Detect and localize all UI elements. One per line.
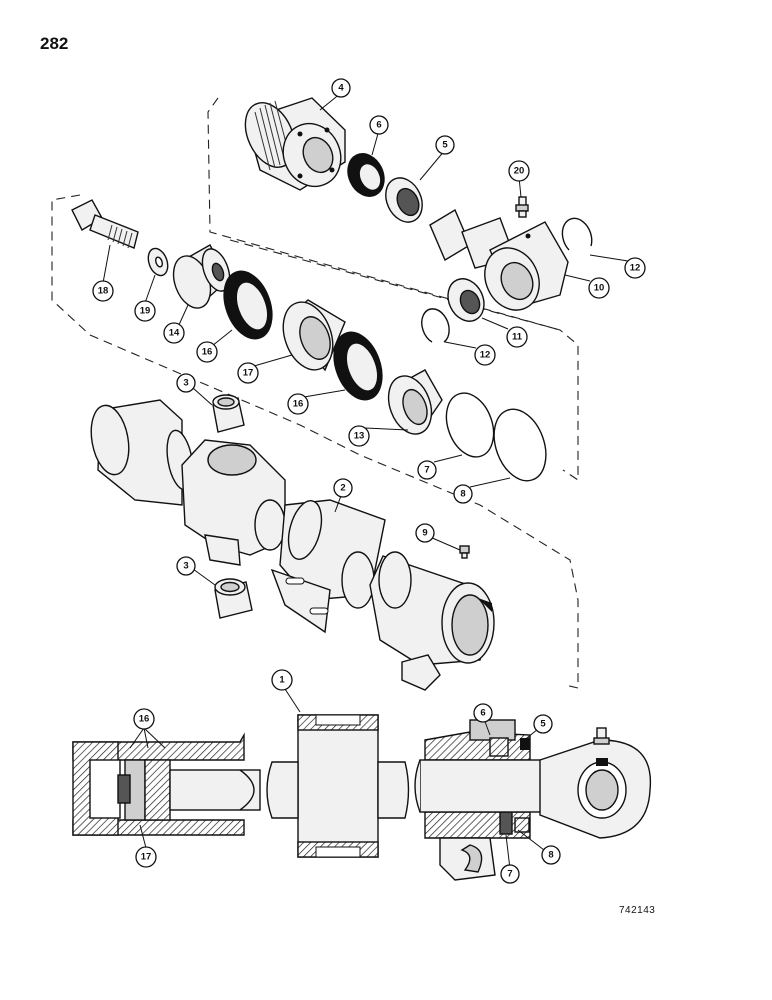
svg-text:5: 5: [540, 719, 546, 730]
wiper-seal-part-6: [347, 153, 385, 197]
callout-7-section: 7: [500, 864, 520, 884]
svg-text:8: 8: [548, 850, 553, 861]
bushing-part-3-lower: [214, 578, 253, 619]
callout-9: 9: [415, 523, 435, 543]
svg-text:3: 3: [183, 561, 188, 572]
callout-12-upper: 12: [624, 257, 646, 279]
callout-8-section: 8: [541, 845, 561, 865]
svg-text:17: 17: [243, 368, 254, 379]
page-number: 282: [40, 34, 69, 53]
callout-12-lower: 12: [474, 344, 496, 366]
cylinder-barrel-part-2: [90, 399, 495, 691]
svg-text:18: 18: [98, 286, 109, 297]
svg-text:10: 10: [594, 283, 605, 294]
svg-text:11: 11: [512, 332, 523, 343]
callout-16-lower: 16: [287, 393, 309, 415]
group-outline-piston: [51, 194, 579, 689]
grease-fitting-part-20: [515, 196, 529, 218]
callout-1: 1: [271, 669, 293, 691]
backup-ring-part-8: [493, 408, 547, 482]
piston-seal-part-16-lower: [333, 331, 383, 401]
svg-text:16: 16: [293, 399, 304, 410]
piston-seal-part-16-upper: [223, 270, 273, 340]
snap-ring-part-12-lower: [421, 308, 450, 343]
callout-6-section: 6: [473, 703, 493, 723]
callout-7-upper: 7: [417, 460, 437, 480]
callout-8-upper: 8: [453, 484, 473, 504]
callout-11: 11: [506, 326, 528, 348]
svg-text:5: 5: [442, 140, 448, 151]
svg-text:3: 3: [183, 378, 188, 389]
svg-text:6: 6: [376, 120, 381, 131]
svg-text:14: 14: [169, 328, 180, 339]
spacer-part-13: [387, 369, 443, 435]
svg-text:16: 16: [202, 347, 213, 358]
bushing-part-3-upper: [212, 394, 245, 433]
callout-16-upper: 16: [196, 341, 218, 363]
callout-5-section: 5: [533, 714, 553, 734]
svg-text:8: 8: [460, 489, 465, 500]
piston-part-17: [282, 299, 346, 372]
svg-text:1: 1: [279, 675, 285, 686]
callout-18: 18: [92, 280, 114, 302]
svg-text:6: 6: [480, 708, 485, 719]
spherical-bushing-part-11: [447, 278, 485, 322]
svg-text:13: 13: [354, 431, 365, 442]
snap-ring-part-12-upper: [561, 217, 593, 251]
o-ring-part-7: [445, 392, 495, 458]
setscrew-part-9: [459, 545, 470, 559]
callout-13: 13: [348, 425, 370, 447]
callout-2: 2: [333, 478, 353, 498]
svg-text:7: 7: [507, 869, 512, 880]
svg-text:9: 9: [422, 528, 427, 539]
rod-seal-part-5: [385, 177, 423, 223]
svg-text:20: 20: [514, 166, 525, 177]
callout-4: 4: [331, 78, 351, 98]
svg-text:12: 12: [480, 350, 491, 361]
washer-part-19: [147, 247, 169, 277]
callout-17-upper: 17: [237, 362, 259, 384]
svg-text:4: 4: [338, 83, 344, 94]
group-outline-rod-end: [207, 97, 579, 482]
piston-nut-part-14: [172, 244, 231, 309]
svg-text:17: 17: [141, 852, 152, 863]
cylinder-head-part-4: [244, 97, 346, 191]
callout-10: 10: [588, 277, 610, 299]
callout-17-section: 17: [135, 846, 157, 868]
callout-3-upper: 3: [176, 373, 196, 393]
svg-text:12: 12: [630, 263, 641, 274]
callout-19: 19: [134, 300, 156, 322]
rod-eye-part-10: [484, 221, 569, 311]
svg-text:16: 16: [139, 714, 150, 725]
callout-16-section: 16: [133, 708, 155, 730]
callout-3-lower: 3: [176, 556, 196, 576]
callout-5: 5: [435, 135, 455, 155]
svg-text:19: 19: [140, 306, 151, 317]
assembled-cylinder-section-view: [72, 714, 652, 881]
bolt-part-18: [71, 199, 139, 249]
callout-20: 20: [508, 160, 530, 182]
svg-text:2: 2: [340, 483, 345, 494]
callout-14: 14: [163, 322, 185, 344]
figure-code: 742143: [619, 905, 656, 916]
svg-text:7: 7: [424, 465, 429, 476]
group-outline-inner: [229, 239, 561, 331]
callout-6: 6: [369, 115, 389, 135]
